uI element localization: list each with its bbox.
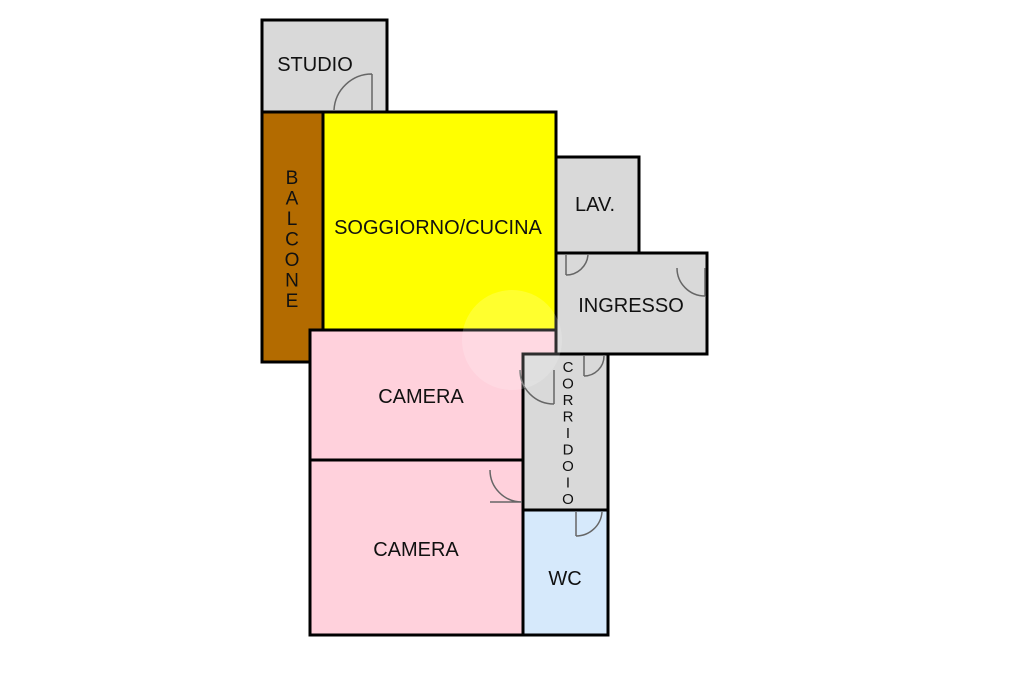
room-studio bbox=[260, 18, 389, 114]
label-corridoio-letter: C bbox=[563, 359, 574, 376]
room-camera-2 bbox=[308, 458, 525, 637]
door-studio bbox=[333, 73, 373, 111]
label-balcone-letter: L bbox=[287, 209, 298, 230]
door-corridoio bbox=[583, 355, 605, 377]
door-camera-1 bbox=[519, 369, 555, 405]
label-corridoio-letter: O bbox=[562, 491, 574, 508]
label-corridoio-letter: O bbox=[562, 458, 574, 475]
label-corridoio-letter: R bbox=[563, 392, 574, 409]
label-balcone-letter: O bbox=[285, 250, 300, 271]
label-wc: WC bbox=[548, 568, 581, 590]
door-lav bbox=[565, 254, 589, 276]
door-wc bbox=[575, 511, 603, 537]
watermark-logo bbox=[462, 290, 562, 390]
door-ingresso bbox=[676, 267, 706, 297]
room-balcone bbox=[260, 110, 325, 364]
label-corridoio-letter: I bbox=[566, 475, 570, 492]
label-studio: STUDIO bbox=[277, 54, 353, 76]
room-soggiorno-cucina bbox=[321, 110, 558, 332]
label-balcone-letter: A bbox=[286, 189, 299, 210]
label-corridoio-letter: O bbox=[562, 376, 574, 393]
label-balcone-letter: N bbox=[285, 271, 299, 292]
room-lav bbox=[554, 155, 641, 255]
label-corridoio-letter: R bbox=[563, 409, 574, 426]
label-balcone-letter: B bbox=[286, 168, 299, 189]
label-corridoio-letter: D bbox=[563, 442, 574, 459]
door-camera-2 bbox=[489, 469, 523, 503]
label-balcone-letter: E bbox=[286, 291, 299, 312]
label-balcone-letter: C bbox=[285, 230, 299, 251]
room-camera-1 bbox=[308, 328, 558, 462]
room-wc bbox=[521, 508, 610, 637]
label-corridoio-letter: I bbox=[566, 425, 570, 442]
label-camera-1: CAMERA bbox=[378, 386, 464, 408]
label-soggiorno-cucina: SOGGIORNO/CUCINA bbox=[334, 217, 542, 239]
label-ingresso: INGRESSO bbox=[578, 295, 684, 317]
label-lav: LAV. bbox=[575, 194, 615, 216]
label-camera-2: CAMERA bbox=[373, 539, 459, 561]
